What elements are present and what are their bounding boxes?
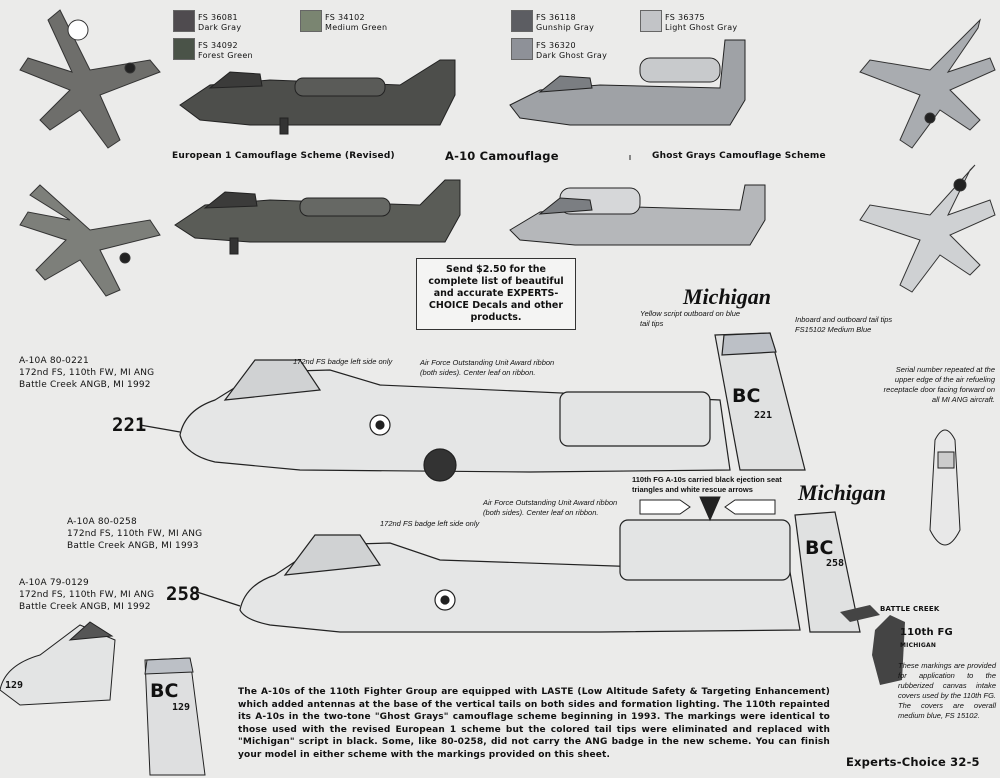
note-ejection: 110th FG A-10s carried black ejection se… — [632, 475, 782, 494]
refuel-door-diagram — [929, 429, 961, 546]
small-tail-view — [144, 657, 206, 776]
swatch-fs36320 — [511, 38, 533, 60]
small-nose-view — [0, 621, 116, 706]
intake-cover-text: These markings are provided for applicat… — [898, 661, 996, 720]
ghost-sideview-2 — [509, 184, 766, 246]
nose-number-221: 221 — [112, 414, 147, 436]
tail-code-1: BC — [732, 385, 761, 407]
note-badge-2: 172nd FS badge left side only — [380, 519, 480, 528]
tail-number-221: 221 — [754, 410, 773, 421]
scheme-center-caption: A-10 Camouflage — [445, 149, 559, 163]
ghost-sideview-1 — [509, 39, 746, 126]
tail-number-129: 129 — [172, 702, 191, 713]
description-paragraph: The A-10s of the 110th Fighter Group are… — [238, 687, 830, 760]
note-badge-1: 172nd FS badge left side only — [293, 357, 393, 366]
tail-code-2: BC — [805, 537, 834, 559]
badge-caption: 110th FG — [900, 627, 953, 638]
scheme-right-caption: Ghost Grays Camouflage Scheme — [652, 151, 826, 161]
note-serial-repeated: Serial number repeated at the upper edge… — [883, 365, 995, 404]
swatch-fs34102 — [300, 10, 322, 32]
note-award-2: Air Force Outstanding Unit Award ribbon … — [483, 498, 618, 517]
badge-bottom-text: MICHIGAN — [900, 642, 937, 649]
tail-number-258: 258 — [826, 558, 845, 569]
offer-box: Send $2.50 for the complete list of beau… — [416, 258, 576, 330]
swatch-fs34092 — [173, 38, 195, 60]
swatch-fs36375 — [640, 10, 662, 32]
nose-number-129: 129 — [5, 680, 24, 691]
michigan-map — [840, 605, 905, 685]
note-inboard-tips: Inboard and outboard tail tips FS15102 M… — [795, 315, 893, 334]
nose-number-258: 258 — [166, 583, 201, 605]
euro-sideview-1 — [179, 59, 456, 135]
michigan-script-2: Michigan — [798, 480, 887, 505]
euro-sideview-2 — [174, 179, 461, 255]
swatch-fs36081 — [173, 10, 195, 32]
michigan-script-1: Michigan — [683, 284, 772, 309]
scheme-left-caption: European 1 Camouflage Scheme (Revised) — [172, 151, 395, 161]
main-profile-221 — [139, 332, 806, 482]
ghost-topview-1 — [859, 18, 996, 149]
euro-topview-2 — [19, 184, 161, 297]
note-yellow-script: Yellow script outboard on blue tail tips — [640, 309, 741, 328]
euro-topview-1 — [19, 9, 161, 149]
tail-code-3: BC — [150, 680, 179, 702]
main-profile-258 — [196, 511, 861, 633]
ejection-arrows — [639, 496, 776, 522]
note-award-1: Air Force Outstanding Unit Award ribbon … — [420, 358, 555, 377]
footer-title: Experts-Choice 32-5 — [846, 755, 980, 769]
ghost-topview-2 — [859, 164, 996, 293]
badge-top-text: BATTLE CREEK — [880, 605, 940, 613]
swatch-fs36118 — [511, 10, 533, 32]
